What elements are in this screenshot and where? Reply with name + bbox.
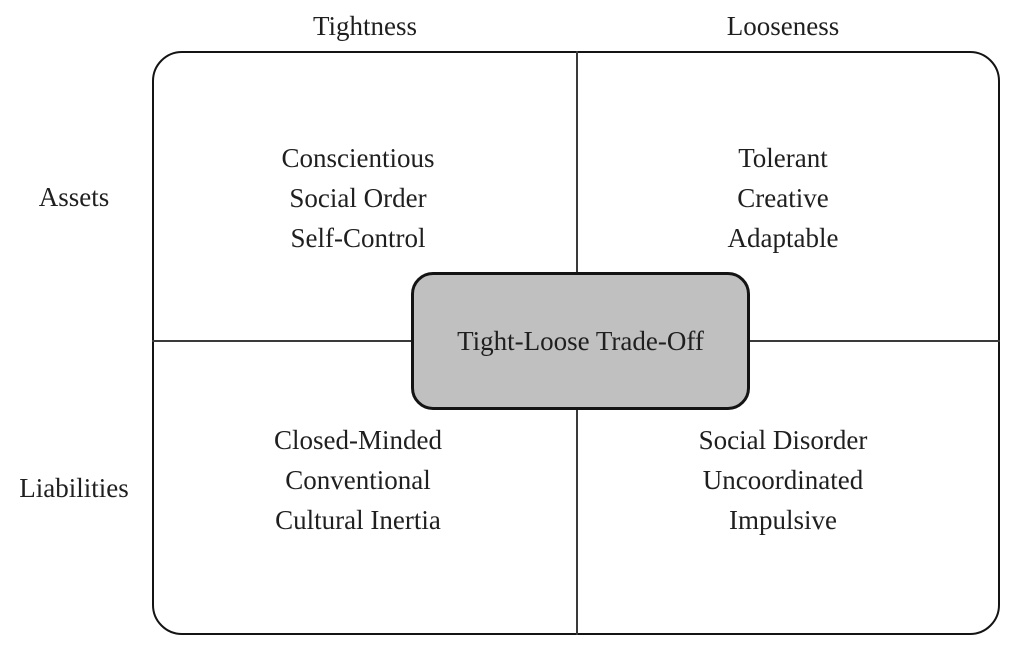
tradeoff-center-node: Tight-Loose Trade-Off <box>411 272 750 410</box>
quadrant-term: Closed-Minded <box>274 425 442 455</box>
quadrant-term: Cultural Inertia <box>275 505 441 535</box>
quadrant-term: Social Order <box>289 183 427 213</box>
quadrant-tightness-liabilities: Closed-Minded Conventional Cultural Iner… <box>168 420 548 540</box>
quadrant-term: Uncoordinated <box>702 465 864 495</box>
quadrant-looseness-liabilities: Social Disorder Uncoordinated Impulsive <box>593 420 973 540</box>
quadrant-tightness-assets: Conscientious Social Order Self-Control <box>168 138 548 258</box>
quadrant-term: Creative <box>737 183 829 213</box>
quadrant-term: Impulsive <box>729 505 837 535</box>
quadrant-term: Conventional <box>285 465 431 495</box>
quadrant-term: Social Disorder <box>698 425 868 455</box>
quadrant-term: Conscientious <box>281 143 435 173</box>
quadrant-term: Self-Control <box>290 223 426 253</box>
row-label-liabilities: Liabilities <box>19 473 129 503</box>
tradeoff-center-label: Tight-Loose Trade-Off <box>457 326 704 356</box>
quadrant-term: Adaptable <box>727 223 839 253</box>
column-header-looseness: Looseness <box>726 11 840 41</box>
quadrant-term: Tolerant <box>738 143 828 173</box>
column-header-tightness: Tightness <box>312 11 418 41</box>
quadrant-looseness-assets: Tolerant Creative Adaptable <box>593 138 973 258</box>
row-label-assets: Assets <box>38 182 110 212</box>
